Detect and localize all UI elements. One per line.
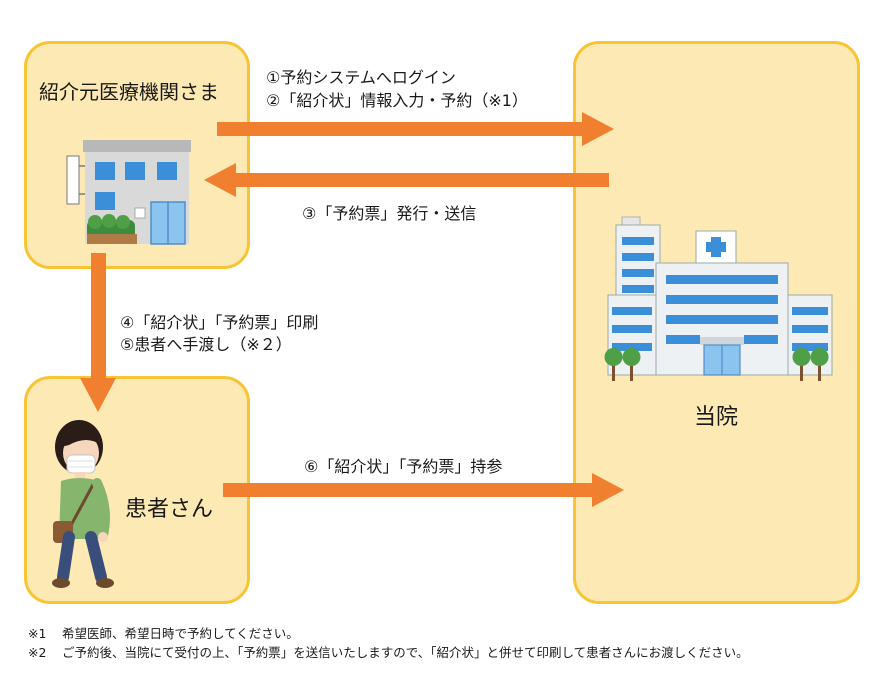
footnote-2-mark: ※2 (28, 645, 47, 660)
hospital-box: 当院 (573, 41, 860, 604)
arrow-referrer-to-hospital (217, 112, 614, 146)
clinic-building-icon (66, 140, 191, 245)
footnote-1-text: 希望医師、希望日時で予約してください。 (62, 626, 299, 641)
referrer-title: 紹介元医療機関さま (39, 80, 219, 104)
step-1-label: ①予約システムへログイン (266, 68, 456, 87)
patient-box: 患者さん (24, 376, 250, 604)
arrow-referrer-to-patient (80, 253, 116, 412)
step-6-label: ⑥「紹介状」「予約票」持参 (304, 457, 503, 476)
arrow-hospital-to-referrer (204, 163, 609, 197)
step-3-label: ③「予約票」発行・送信 (302, 204, 477, 223)
footnote-2-text: ご予約後、当院にて受付の上、「予約票」を送信いたしますので、「紹介状」と併せて印… (62, 645, 749, 660)
referrer-box: 紹介元医療機関さま (24, 41, 250, 269)
step-5-label: ⑤患者へ手渡し（※２） (120, 335, 292, 354)
footnote-1: ※1 希望医師、希望日時で予約してください。 (28, 623, 299, 642)
arrow-patient-to-hospital (223, 473, 624, 507)
masked-person-walking-icon (52, 420, 114, 588)
patient-title: 患者さん (125, 497, 214, 522)
step-4-label: ④「紹介状」「予約票」印刷 (120, 313, 319, 332)
step-2-label: ②「紹介状」情報入力・予約（※1） (266, 91, 528, 110)
hospital-title: 当院 (694, 405, 739, 430)
footnote-1-mark: ※1 (28, 626, 47, 641)
footnote-2: ※2 ご予約後、当院にて受付の上、「予約票」を送信いたしますので、「紹介状」と併せ… (28, 642, 749, 661)
hospital-building-icon (604, 216, 833, 381)
